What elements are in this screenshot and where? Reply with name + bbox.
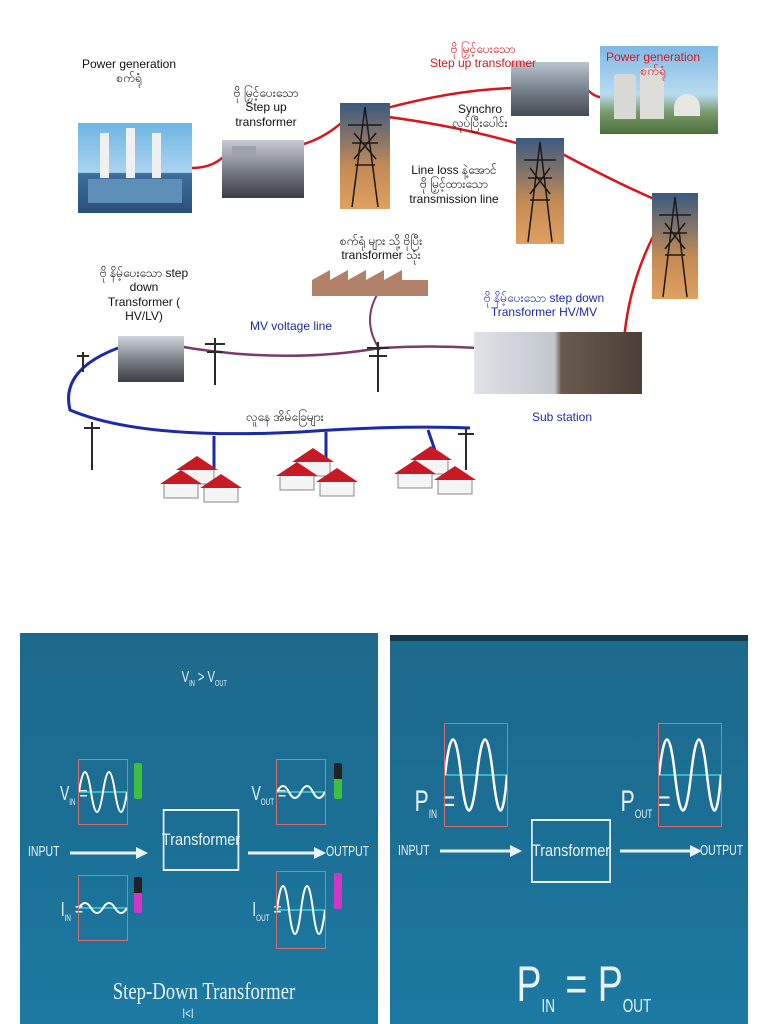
label-synchro: Synchro လုပ်ပြီးပေါင်း	[452, 102, 508, 131]
transmission-tower-1	[340, 103, 390, 209]
vin-gt-vout-label: VIN > VOUT	[181, 669, 227, 689]
output-arrow	[248, 847, 326, 859]
step-up-transformer-right-image	[511, 62, 589, 116]
i-in-level-bar	[134, 877, 142, 913]
p-in-wave-box	[443, 723, 509, 827]
label-step-down-lv: ဗို နိမ့်ပေးသော step down Transformer ( …	[99, 266, 189, 324]
lv-line-left-loop	[67, 346, 471, 436]
power-plant-right-image	[600, 46, 718, 134]
label-factory-transformer: စက်ရုံ များ သို့ ဗိုပြီး transformer သုံ…	[339, 234, 423, 263]
substation-image	[474, 332, 642, 394]
transformer-box-right: Transformer	[531, 819, 611, 883]
v-out-level-bar	[334, 763, 342, 799]
step-up-transformer-left-image	[222, 140, 304, 198]
v-in-label: VIN =	[59, 783, 88, 807]
house-cluster-2	[276, 448, 358, 497]
residential-houses	[160, 446, 476, 503]
label-residential: လူနေ အိမ်ခြေများ	[246, 410, 324, 424]
pole-5	[458, 428, 474, 470]
label-mv-voltage-line: MV voltage line	[249, 319, 333, 333]
panel-top-strip	[390, 635, 748, 641]
label-transmission-line: Line loss နဲ့အောင် ဗို မြှင့်ထားသော tran…	[409, 163, 499, 206]
label-power-generation-right: Power generation စက်ရုံ	[605, 50, 701, 79]
v-in-level-bar	[134, 763, 142, 799]
v-out-wave-box	[276, 759, 326, 825]
output-label-right: OUTPUT	[700, 842, 744, 859]
input-arrow	[70, 847, 148, 859]
output-label: OUTPUT	[326, 843, 370, 860]
p-out-label: POUT =	[620, 785, 671, 821]
pin-equals-pout: PIN = POUT	[516, 956, 652, 1016]
pole-2	[205, 338, 225, 385]
pole-3	[367, 342, 389, 392]
p-in-label: PIN =	[414, 785, 456, 821]
mv-line	[171, 343, 479, 358]
house-cluster-1	[160, 456, 242, 503]
power-equality-panel: PIN = POUT = INPUT Transformer OUTPUT PI…	[390, 635, 748, 1024]
pole-4	[84, 422, 100, 470]
distribution-poles	[77, 338, 474, 470]
pole-1	[77, 352, 89, 372]
i-in-wave-box	[78, 875, 128, 941]
label-step-up-right: ဗို မြှင့်ပေးသော Step up transformer	[429, 42, 537, 71]
house-cluster-3	[394, 446, 476, 495]
input-arrow-right	[440, 845, 522, 857]
power-grid-diagram: Power generation စက်ရုံ ဗို မြှင့်ပေးသော…	[67, 42, 718, 503]
label-power-generation-left: Power generation စက်ရုံ	[81, 57, 177, 86]
step-down-transformer-lv-image	[118, 336, 184, 382]
label-step-down-mv: ဗို နိမ့်ပေးသော step down Transformer HV…	[483, 291, 605, 320]
step-down-title: Step-Down Transformer	[112, 979, 296, 1005]
label-step-up-left: ဗို မြှင့်ပေးသော Step up transformer	[233, 86, 299, 129]
input-label: INPUT	[28, 843, 60, 860]
transmission-tower-2	[516, 138, 564, 244]
v-out-label: VOUT =	[251, 783, 287, 807]
label-substation: Sub station	[531, 410, 593, 424]
transformer-box: Transformer	[162, 809, 240, 871]
i-in-lt-i-out-label: I<I	[182, 1005, 194, 1021]
power-plant-left-image	[78, 123, 192, 213]
factory-silhouette	[312, 268, 428, 296]
output-arrow-right	[620, 845, 702, 857]
transmission-tower-3	[652, 193, 698, 299]
i-out-level-bar	[334, 873, 342, 909]
v-in-wave-box	[78, 759, 128, 825]
i-out-wave-box	[276, 871, 326, 949]
step-down-transformer-panel: VIN > VOUT VIN = VOUT = INPUT Transforme…	[20, 633, 378, 1024]
p-out-wave-box	[657, 723, 723, 827]
input-label-right: INPUT	[398, 842, 430, 859]
